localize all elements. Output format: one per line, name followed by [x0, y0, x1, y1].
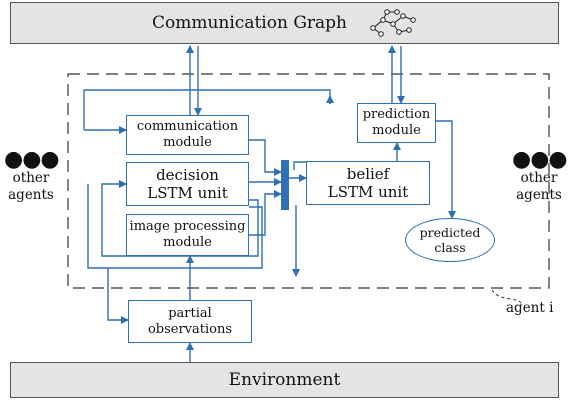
decision-lstm-box: decision LSTM unit	[126, 162, 249, 206]
belief-feedback-path	[293, 161, 306, 170]
image-processing-module-box: image processing module	[126, 214, 249, 256]
image-processing-line1: image processing	[129, 219, 246, 234]
partial-observations-box: partial observations	[128, 300, 252, 343]
belief-lstm-line1: belief	[346, 165, 390, 183]
right-agents-dots-icon: ●●●	[512, 147, 568, 172]
concatenation-bar	[281, 160, 289, 210]
prediction-to-class-arrow	[436, 120, 456, 219]
communication-module-box: communication module	[126, 115, 249, 155]
agent-boundary	[67, 73, 550, 289]
image-processing-line2: module	[163, 235, 212, 250]
communication-module-line1: communication	[136, 119, 239, 134]
predicted-class-line2: class	[434, 240, 466, 255]
left-agents-line1: other	[12, 170, 50, 186]
right-other-agents: ●●● other agents	[512, 147, 568, 204]
left-agents-dots-icon: ●●●	[4, 147, 60, 172]
network-graph-icon	[370, 9, 416, 37]
environment-bar: Environment	[10, 362, 559, 398]
left-other-agents: ●●● other agents	[4, 147, 60, 204]
decision-lstm-line1: decision	[156, 166, 219, 184]
left-agents-line2: agents	[8, 187, 54, 203]
belief-lstm-box: belief LSTM unit	[306, 161, 430, 205]
predicted-class-ellipse: predicted class	[405, 218, 495, 262]
prediction-module-box: prediction module	[357, 103, 436, 143]
decision-feedback-arrow	[101, 180, 259, 257]
communication-module-line2: module	[163, 135, 212, 150]
right-agents-line1: other	[520, 170, 558, 186]
decision-lstm-line2: LSTM unit	[147, 184, 228, 202]
partial-observations-line1: partial	[168, 305, 212, 321]
right-agents-line2: agents	[516, 187, 562, 203]
prediction-module-line2: module	[372, 123, 421, 138]
comm-to-concat-arrow	[249, 139, 282, 176]
predicted-class-line1: predicted	[419, 225, 481, 240]
communication-graph-bar: Communication Graph	[10, 2, 559, 44]
environment-label: Environment	[228, 370, 341, 390]
decision-loop-outer	[87, 184, 263, 269]
agent-label-leader	[491, 289, 523, 305]
belief-lstm-line2: LSTM unit	[327, 183, 409, 201]
image-to-concat-arrow	[249, 190, 282, 236]
partial-observations-line2: observations	[147, 321, 233, 337]
communication-graph-label: Communication Graph	[151, 13, 347, 33]
loop-to-obs-arrow	[107, 276, 129, 324]
agent-i-label: agent i	[506, 300, 554, 316]
prediction-module-line1: prediction	[362, 107, 431, 122]
